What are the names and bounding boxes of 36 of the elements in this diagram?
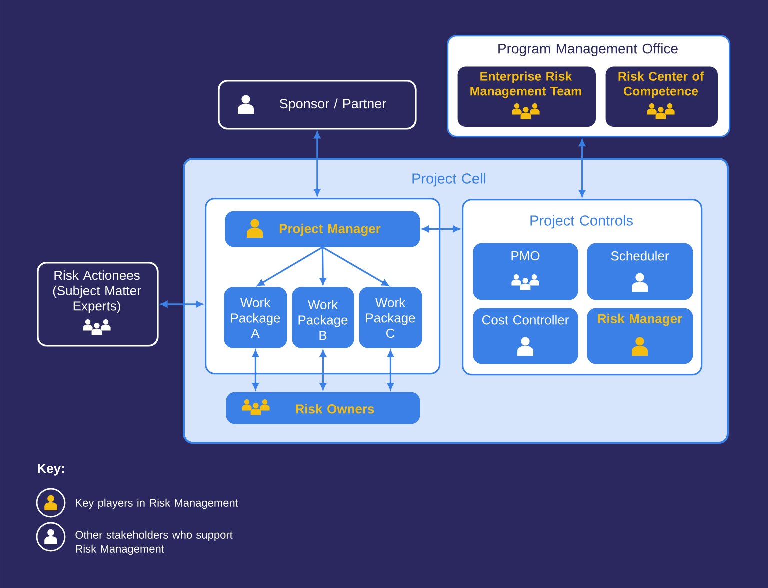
person-icon [238,95,254,114]
group-icon [512,274,540,290]
legend-text: Key players in Risk Management [76,498,238,510]
person-icon [247,219,263,238]
legend-text: Other stakeholders who support Risk Management [76,530,233,556]
arrow [320,350,326,390]
team-box: Risk Center of Competence [604,65,720,129]
role-box: Risk Manager [587,308,694,364]
role-box: Cost Controller [473,308,578,364]
group-icon [83,320,111,336]
role-box: Project Manager [225,211,420,248]
group-icon [242,400,270,416]
arrow [387,350,394,390]
group-icon [647,104,675,120]
arrow [257,246,324,286]
arrow [422,226,460,232]
arrow [314,132,321,196]
stakeholder-box: Sponsor / Partner [218,80,417,130]
group-icon [512,104,540,120]
role-box: Work Package C [359,287,422,348]
role-box: Work Package B [292,287,354,348]
stakeholder-box: Risk Actionees (Subject Matter Experts) [37,262,159,347]
role-box: Work Package A [224,287,288,348]
person-icon [518,337,534,356]
arrow [160,301,203,308]
key-heading: Key: [38,464,64,476]
role-box: Risk Owners [226,392,420,424]
arrow [252,350,259,390]
person-icon [632,273,648,292]
role-box: Scheduler [587,243,694,300]
team-box: Enterprise Risk Management Team [456,65,598,129]
arrow [322,246,390,286]
arrow [320,247,326,285]
arrow [579,140,586,197]
role-box: PMO [473,243,578,300]
person-icon [632,337,648,356]
